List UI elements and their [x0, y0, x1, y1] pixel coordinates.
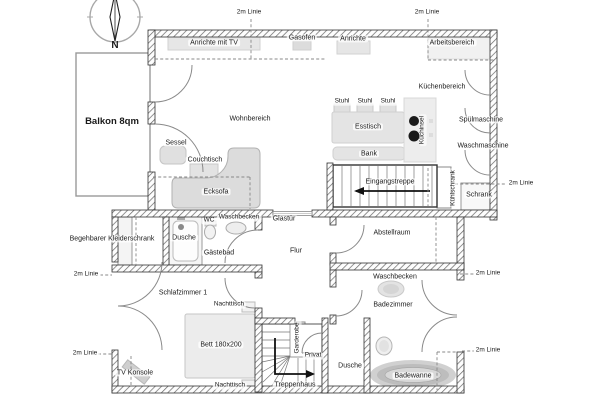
hallway-label: Flur — [287, 247, 305, 255]
balcony-door-arc-1 — [154, 64, 193, 103]
glass-door-label: Glastür — [270, 215, 298, 223]
guest-shower-label: Dusche — [170, 234, 198, 242]
height-lines — [98, 19, 507, 390]
armchair-label: Sessel — [163, 139, 189, 147]
bathroom-door-arc — [335, 289, 363, 317]
guest-sink — [225, 221, 247, 235]
height-line-label-top-left: 2m Linie — [234, 8, 264, 17]
washing-machine-label: Waschmaschine — [455, 142, 511, 150]
living-area-label: Wohnbereich — [227, 115, 273, 123]
bathroom-french-door-arc-1 — [421, 279, 458, 316]
height-line-label-left-lower: 2m Linie — [70, 349, 100, 358]
guest-bath-label: Gästebad — [201, 249, 237, 257]
height-line-label-right-upper: 2m Linie — [506, 179, 536, 188]
fridge-label: Kühlschrank — [449, 168, 458, 208]
bench-label: Bank — [359, 150, 379, 158]
compass-north-label: N — [111, 39, 119, 51]
bathtub-label: Badewanne — [392, 372, 434, 380]
chair-label-1: Stuhl — [332, 97, 352, 106]
height-line-label-right-mid: 2m Linie — [473, 269, 503, 278]
kitchen-island-label: Küchinsel — [418, 113, 427, 147]
chair-label-2: Stuhl — [355, 97, 375, 106]
kitchen-area-label: Küchenbereich — [416, 83, 468, 91]
sideboard-label: Anrichte — [338, 35, 368, 43]
island-detail-1 — [429, 119, 433, 123]
doors — [117, 64, 491, 354]
bedroom-french-door-arc-1 — [117, 261, 163, 307]
cabinet-label: Schrank — [464, 191, 494, 199]
armchair — [159, 145, 187, 165]
gas-stove — [292, 40, 312, 51]
shower-drain-icon — [178, 224, 184, 230]
entrance-stairs — [332, 164, 438, 208]
entrance-stairs-label: Eingangstreppe — [363, 178, 417, 186]
island-detail-2 — [429, 133, 433, 137]
dining-table-label: Esstisch — [352, 123, 384, 131]
walk-in-closet-label: Begehbarer Kleiderschrank — [67, 235, 157, 243]
storage-room-label: Abstellraum — [371, 229, 413, 237]
guest-wc-label: WC — [201, 216, 217, 225]
bath-toilet-bowl — [379, 340, 389, 352]
burner-1 — [409, 116, 419, 126]
balcony-label: Balkon 8qm — [85, 116, 139, 128]
stairwell-direction-arrow — [274, 338, 306, 375]
guest-toilet — [204, 224, 216, 240]
compass-icon — [87, 0, 143, 43]
bathroom-french-door-arc-2 — [421, 316, 458, 353]
bedroom-door-arc — [224, 277, 256, 309]
shower-head-icon — [177, 215, 185, 220]
stairwell-label: Treppenhaus — [272, 381, 318, 389]
height-line-label-top-right: 2m Linie — [412, 8, 442, 17]
height-line-label-left-mid: 2m Linie — [71, 270, 101, 279]
coat-closet-label: Garderobe — [293, 320, 302, 356]
dishwasher-label: Spülmaschine — [457, 116, 505, 124]
stairwell-arrowhead — [306, 370, 315, 378]
bath-sink-label: Waschbecken — [371, 273, 419, 281]
entrance-stairs-arrowhead — [354, 187, 364, 195]
guest-bath-door-arc — [224, 229, 259, 264]
nightstand-label-bottom: Nachttisch — [212, 381, 248, 390]
corner-sofa — [171, 147, 261, 209]
bath-shower-label: Dusche — [336, 362, 364, 370]
work-area-label: Arbeitsbereich — [427, 39, 477, 47]
appliance-door-arc-1 — [464, 69, 491, 96]
guest-sink-label: Waschbecken — [216, 213, 262, 222]
sideboard-tv-label: Anrichte mit TV — [188, 39, 240, 47]
appliance-door-arc-3 — [464, 149, 491, 176]
sideboard — [336, 40, 371, 55]
appliance-door-arc-2 — [464, 107, 491, 134]
balcony-outline — [75, 52, 151, 197]
chair-label-3: Stuhl — [378, 97, 398, 106]
bedroom-french-door-arc-2 — [117, 305, 163, 351]
bath-sink-basin — [383, 284, 399, 294]
private-door-label: Privat — [302, 351, 324, 360]
height-line-label-right-lower: 2m Linie — [473, 346, 503, 355]
nightstand-label-top: Nachttisch — [211, 300, 247, 309]
burner-2 — [408, 130, 420, 142]
tv-console-label: TV Konsole — [114, 369, 156, 377]
bathroom-label: Badezimmer — [371, 301, 415, 309]
storage-door-arc — [335, 224, 365, 254]
corner-sofa-label: Ecksofa — [201, 188, 231, 196]
bed-label: Bett 180x200 — [198, 341, 244, 349]
gas-stove-label: Gasofen — [286, 34, 318, 42]
bedroom-label: Schlafzimmer 1 — [156, 289, 210, 297]
coffee-table-label: Couchtisch — [185, 156, 225, 164]
